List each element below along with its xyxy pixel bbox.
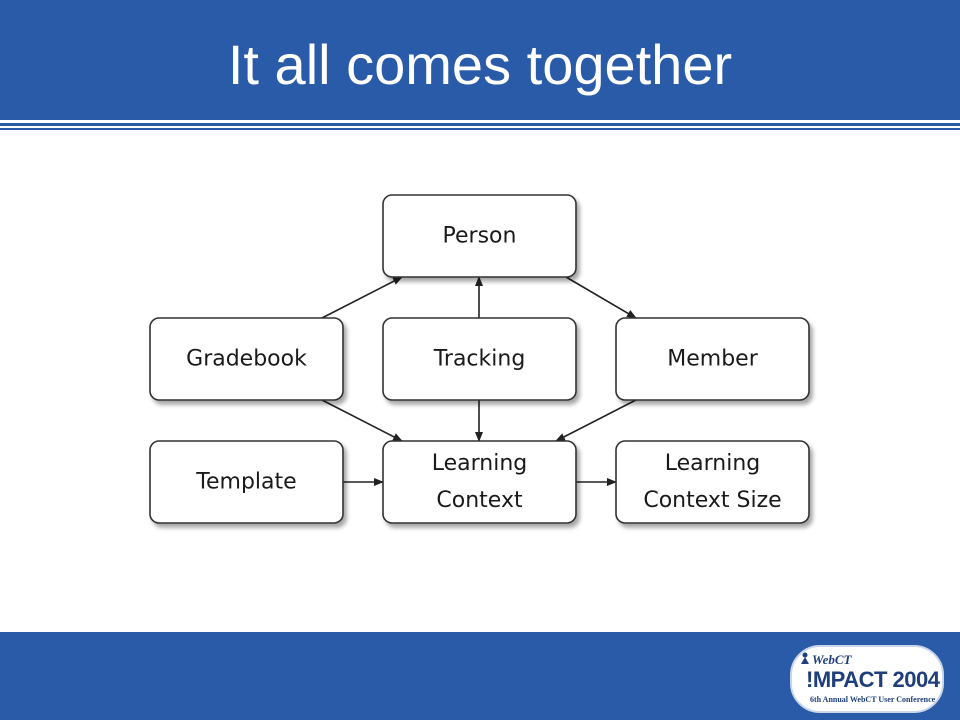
node-tracking: Tracking: [382, 317, 577, 401]
node-gradebook: Gradebook: [149, 317, 344, 401]
node-box-template: [149, 440, 344, 524]
node-box-learning-context: [382, 440, 577, 524]
slide-title: It all comes together: [227, 33, 733, 96]
node-label-person-0: Person: [443, 224, 517, 249]
node-label-member-0: Member: [667, 347, 758, 372]
node-box-learning-context-size: [615, 440, 810, 524]
edges-layer: [321, 276, 637, 486]
header-rule-thick: [0, 123, 960, 126]
title-bar: It all comes together: [0, 0, 960, 120]
node-label-template-0: Template: [195, 470, 296, 495]
logo-subtitle: 6th Annual WebCT User Conference: [810, 695, 936, 704]
impact-2004-logo: WebCT !MPACT 2004 6th Annual WebCT User …: [790, 645, 944, 713]
arrow-person-to-member: [565, 276, 637, 319]
webct-mark-icon: [801, 652, 809, 664]
node-box-person: [382, 194, 577, 278]
node-person: Person: [382, 194, 577, 278]
arrow-gradebook-to-learning-context: [321, 399, 403, 442]
node-member: Member: [615, 317, 810, 401]
header-rule-thin: [0, 128, 960, 130]
node-box-tracking: [382, 317, 577, 401]
node-label-learning-context-0: Learning: [432, 451, 528, 476]
arrow-gradebook-to-person: [321, 276, 403, 319]
node-label-learning-context-size-1: Context Size: [643, 488, 781, 513]
logo-brand: WebCT: [812, 652, 852, 667]
node-label-gradebook-0: Gradebook: [186, 347, 307, 372]
node-template: Template: [149, 440, 344, 524]
node-box-member: [615, 317, 810, 401]
logo-event: !MPACT 2004: [806, 667, 940, 692]
node-label-learning-context-1: Context: [436, 488, 523, 513]
node-box-gradebook: [149, 317, 344, 401]
arrow-member-to-learning-context: [555, 399, 637, 442]
node-label-learning-context-size-0: Learning: [665, 451, 761, 476]
node-label-tracking-0: Tracking: [433, 347, 526, 372]
